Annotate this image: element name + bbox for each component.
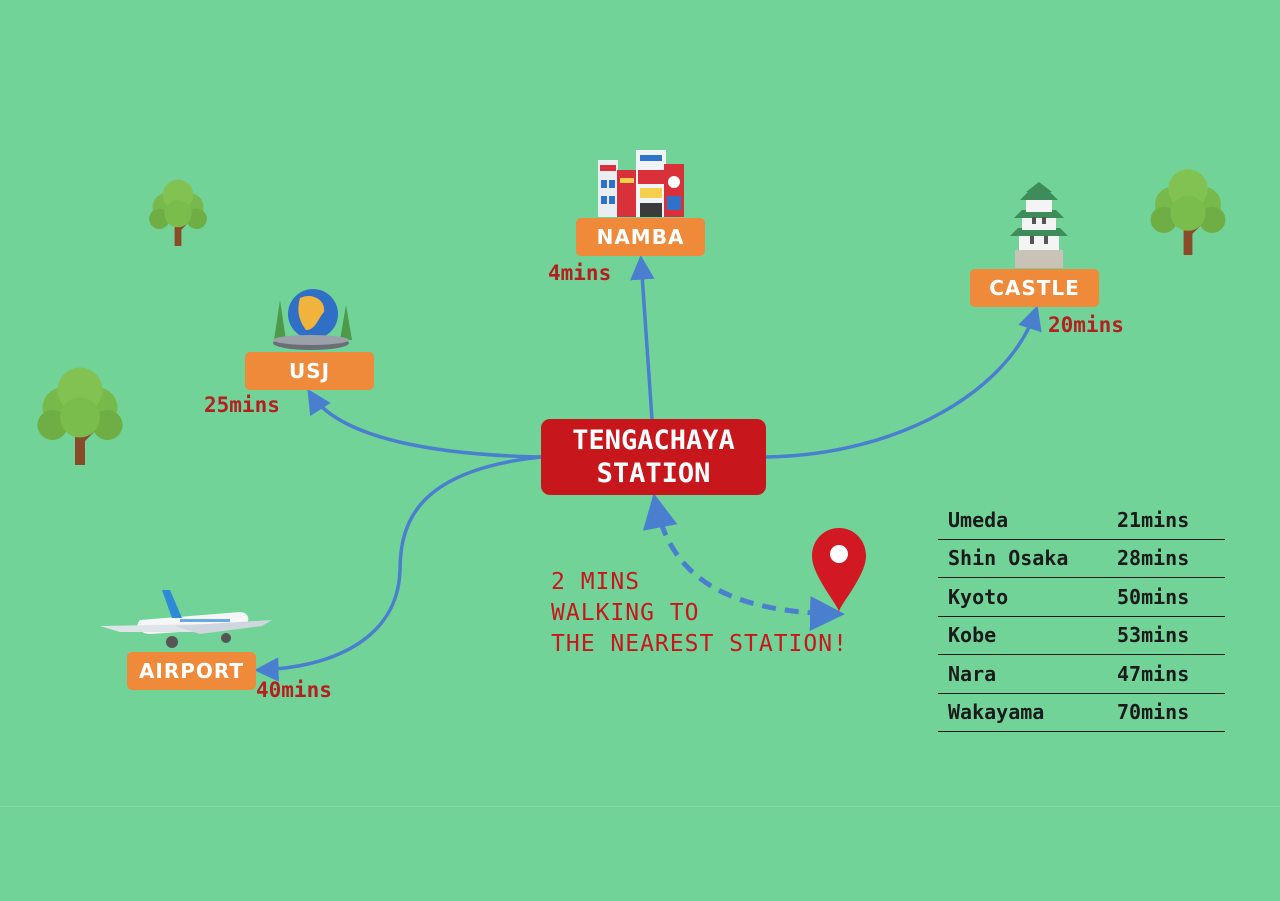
airport-time: 40mins xyxy=(256,678,332,702)
time-cell: 50mins xyxy=(1117,577,1225,617)
usj-time: 25mins xyxy=(204,393,280,417)
castle-time: 20mins xyxy=(1048,313,1124,337)
station-name-line2: STATION xyxy=(596,458,711,489)
place-cell: Kyoto xyxy=(938,577,1117,617)
time-cell: 53mins xyxy=(1117,616,1225,655)
globe-icon xyxy=(273,289,352,350)
building-icon xyxy=(598,150,684,217)
tengachaya-station-box: TENGACHAYA STATION xyxy=(541,419,766,495)
footer-band xyxy=(0,806,1280,901)
arrow-airport xyxy=(254,455,542,682)
walking-note-line2: WALKING TO xyxy=(551,600,700,626)
place-cell: Wakayama xyxy=(938,693,1117,732)
place-cell: Kobe xyxy=(938,616,1117,655)
castle-label: CASTLE xyxy=(970,269,1099,307)
place-cell: Umeda xyxy=(938,501,1117,540)
arrow-namba xyxy=(630,255,655,420)
walking-note: 2 MINS WALKING TO THE NEAREST STATION! xyxy=(551,567,848,660)
arrow-walking xyxy=(642,493,845,631)
time-cell: 47mins xyxy=(1117,654,1225,694)
time-cell: 21mins xyxy=(1117,501,1225,540)
walking-note-line1: 2 MINS xyxy=(551,569,641,595)
station-name-line1: TENGACHAYA xyxy=(572,425,735,456)
map-pin-icon xyxy=(812,528,866,612)
time-cell: 28mins xyxy=(1117,539,1225,578)
usj-label: USJ xyxy=(245,352,374,390)
place-cell: Nara xyxy=(938,654,1117,694)
airplane-icon xyxy=(100,590,272,648)
arrow-usj xyxy=(307,388,542,459)
arrow-castle xyxy=(765,305,1042,459)
tree-icon xyxy=(1151,169,1226,255)
namba-time: 4mins xyxy=(548,261,612,285)
walking-note-line3: THE NEAREST STATION! xyxy=(551,631,848,657)
place-cell: Shin Osaka xyxy=(938,539,1117,578)
castle-icon xyxy=(1010,182,1068,268)
tree-icon xyxy=(38,368,123,466)
tree-icon xyxy=(147,177,209,248)
airport-label: AIRPORT xyxy=(127,652,256,690)
namba-label: NAMBA xyxy=(576,218,705,256)
time-cell: 70mins xyxy=(1117,693,1225,732)
